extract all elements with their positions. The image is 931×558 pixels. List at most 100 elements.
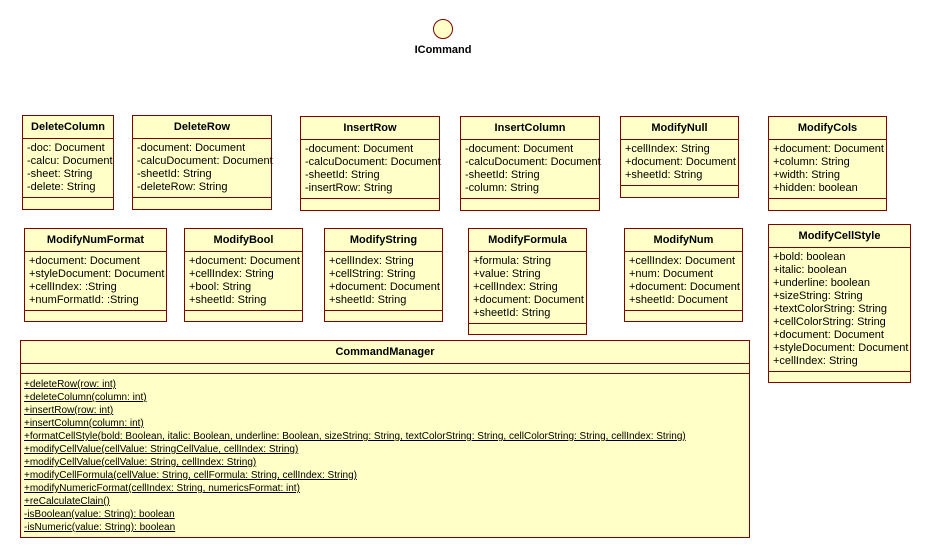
class-box-modifynum: ModifyNum+cellIndex: Document+num: Docum… (624, 228, 743, 322)
attributes-compartment: -document: Document-calcuDocument: Docum… (461, 140, 601, 199)
attribute: +width: String (773, 169, 840, 181)
class-box-modifycols: ModifyCols+document: Document+column: St… (768, 116, 887, 211)
attribute: -document: Document (137, 142, 246, 154)
attribute: +document: Document (629, 281, 740, 293)
attribute: +cellIndex: :String (29, 281, 117, 293)
operation: -isBoolean(value: String): boolean (24, 509, 175, 520)
attributes-compartment: +cellIndex: String+cellString: String+do… (325, 252, 442, 311)
operation: +reCalculateClain() (24, 496, 110, 507)
attributes-compartment (21, 364, 749, 374)
attribute: -sheetId: String (465, 169, 540, 181)
operation: +modifyNumericFormat(cellIndex: String, … (24, 483, 300, 494)
class-box-insertcolumn: InsertColumn-document: Document-calcuDoc… (460, 116, 601, 211)
attribute: -calcuDocument: Document (465, 156, 601, 168)
operations-compartment (769, 372, 910, 382)
attribute: +italic: boolean (773, 264, 847, 276)
attribute: -column: String (465, 182, 539, 194)
attribute: -sheet: String (27, 168, 93, 180)
operations-compartment (185, 311, 302, 321)
attribute: +cellIndex: String (189, 268, 274, 280)
interface-label: ICommand (414, 44, 472, 56)
class-name: ModifyCellStyle (769, 225, 910, 248)
operations-compartment (23, 198, 113, 208)
attributes-compartment: +formula: String+value: String+cellIndex… (469, 252, 586, 324)
attribute: -calcu: Document (27, 155, 113, 167)
operation: +insertRow(row: int) (24, 405, 114, 416)
class-box-modifynumformat: ModifyNumFormat+document: Document+style… (24, 228, 167, 322)
class-name: ModifyBool (185, 229, 302, 252)
operations-compartment (625, 311, 742, 321)
class-box-insertrow: InsertRow-document: Document-calcuDocume… (300, 116, 441, 211)
operations-compartment (25, 311, 166, 321)
attributes-compartment: -doc: Document-calcu: Document-sheet: St… (23, 139, 113, 198)
class-box-deleterow: DeleteRow-document: Document-calcuDocume… (132, 115, 273, 210)
class-name: ModifyFormula (469, 229, 586, 252)
attribute: +bool: String (189, 281, 252, 293)
operations-compartment (621, 186, 738, 196)
operations-compartment (325, 311, 442, 321)
class-name: InsertColumn (461, 117, 599, 140)
attribute: +document: Document (473, 294, 584, 306)
attribute: +document: Document (773, 143, 884, 155)
class-box-commandmanager: CommandManager+deleteRow(row: int)+delet… (20, 340, 750, 538)
operation: +deleteColumn(column: int) (24, 392, 147, 403)
attributes-compartment: +document: Document+cellIndex: String+bo… (185, 252, 302, 311)
attribute: -document: Document (465, 143, 574, 155)
operation: +modifyCellValue(cellValue: String, cell… (24, 457, 257, 468)
attributes-compartment: -document: Document-calcuDocument: Docum… (301, 140, 441, 199)
attribute: +textColorString: String (773, 303, 888, 315)
attribute: +sheetId: Document (629, 294, 728, 306)
attributes-compartment: +document: Document+styleDocument: Docum… (25, 252, 166, 311)
attribute: +document: Document (329, 281, 440, 293)
operations-compartment: +deleteRow(row: int) +deleteColumn(column… (21, 374, 749, 538)
attribute: +column: String (773, 156, 850, 168)
attribute: +cellColorString: String (773, 316, 886, 328)
class-name: ModifyNum (625, 229, 742, 252)
attribute: -calcuDocument: Document (305, 156, 441, 168)
attribute: -document: Document (305, 143, 414, 155)
attribute: +underline: boolean (773, 277, 870, 289)
attribute: +formula: String (473, 255, 551, 267)
attribute: +cellString: String (329, 268, 416, 280)
operations-compartment (133, 198, 271, 208)
attribute: +value: String (473, 268, 541, 280)
class-name: DeleteRow (133, 116, 271, 139)
attribute: +styleDocument: Document (773, 342, 909, 354)
attribute: +styleDocument: Document (29, 268, 165, 280)
attributes-compartment: +bold: boolean+italic: boolean+underline… (769, 248, 910, 372)
operations-compartment (769, 199, 886, 209)
operation: +insertColumn(column: int) (24, 418, 144, 429)
attributes-compartment: +cellIndex: String+document: Document+sh… (621, 140, 738, 186)
operations-compartment (469, 324, 586, 334)
attributes-compartment: +document: Document+column: String+width… (769, 140, 886, 199)
attribute: +cellIndex: String (473, 281, 558, 293)
class-box-modifycellstyle: ModifyCellStyle+bold: boolean+italic: bo… (768, 224, 911, 383)
attribute: +sheetId: String (473, 307, 551, 319)
attribute: +cellIndex: String (625, 143, 710, 155)
operations-compartment (461, 199, 599, 209)
attribute: +cellIndex: Document (629, 255, 736, 267)
attribute: -doc: Document (27, 142, 105, 154)
class-name: ModifyString (325, 229, 442, 252)
attribute: -deleteRow: String (137, 181, 228, 193)
attribute: -delete: String (27, 181, 96, 193)
class-name: CommandManager (21, 341, 749, 364)
attribute: +hidden: boolean (773, 182, 858, 194)
class-box-modifynull: ModifyNull+cellIndex: String+document: D… (620, 116, 739, 198)
class-name: DeleteColumn (23, 116, 113, 139)
attribute: +sheetId: String (329, 294, 407, 306)
class-box-modifystring: ModifyString+cellIndex: String+cellStrin… (324, 228, 443, 322)
attribute: -sheetId: String (305, 169, 380, 181)
operation: +formatCellStyle(bold: Boolean, italic: … (24, 431, 686, 442)
operation: +deleteRow(row: int) (24, 379, 116, 390)
interface-lollipop-icon (433, 19, 453, 39)
class-box-deletecolumn: DeleteColumn-doc: Document-calcu: Docume… (22, 115, 114, 210)
class-box-modifyformula: ModifyFormula+formula: String+value: Str… (468, 228, 587, 335)
operation: +modifyCellFormula(cellValue: String, ce… (24, 470, 357, 481)
operation: -isNumeric(value: String): boolean (24, 522, 176, 533)
attributes-compartment: +cellIndex: Document+num: Document+docum… (625, 252, 742, 311)
class-name: ModifyNull (621, 117, 738, 140)
attribute: +bold: boolean (773, 251, 846, 263)
class-name: ModifyNumFormat (25, 229, 166, 252)
attribute: +document: Document (189, 255, 300, 267)
